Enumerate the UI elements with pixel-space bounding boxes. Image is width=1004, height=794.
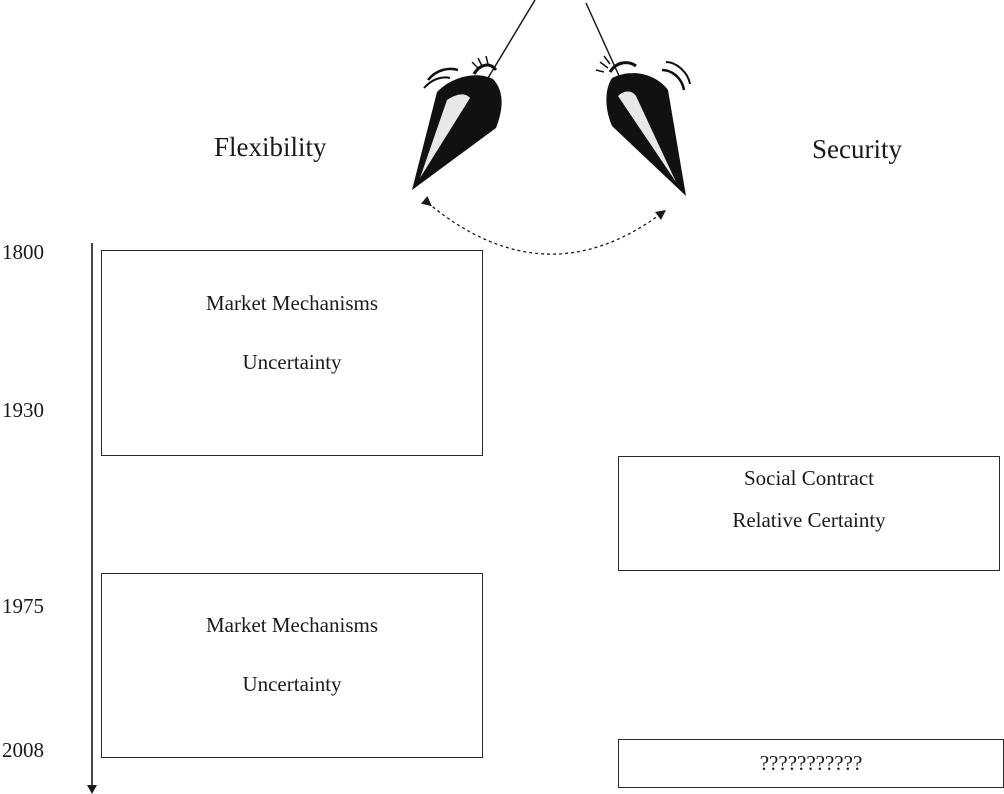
year-label-1800: 1800 [2, 240, 44, 264]
box-market-1-line1: Market Mechanisms [205, 291, 379, 315]
left-pendulum-icon [412, 0, 536, 190]
box-future-line1: ??????????? [759, 751, 863, 775]
box-social-line1: Social Contract [743, 466, 875, 490]
box-market-1-line2: Uncertainty [242, 350, 342, 374]
box-social-line2: Relative Certainty [732, 508, 886, 532]
year-label-1975: 1975 [2, 594, 44, 618]
box-market-mechanisms-1975: Market Mechanisms Uncertainty [101, 573, 483, 758]
timeline-arrow [87, 243, 97, 794]
swing-arrow-icon [420, 195, 667, 255]
year-label-2008: 2008 [2, 738, 44, 762]
heading-flexibility: Flexibility [214, 132, 327, 162]
box-social-contract: Social Contract Relative Certainty [618, 456, 1000, 571]
box-market-2-line1: Market Mechanisms [205, 613, 379, 637]
heading-security: Security [812, 134, 902, 164]
box-market-mechanisms-1800: Market Mechanisms Uncertainty [101, 250, 483, 456]
box-market-2-line2: Uncertainty [242, 672, 342, 696]
box-future-unknown: ??????????? [618, 739, 1004, 788]
right-pendulum-icon [585, 2, 691, 196]
year-label-1930: 1930 [2, 398, 44, 422]
